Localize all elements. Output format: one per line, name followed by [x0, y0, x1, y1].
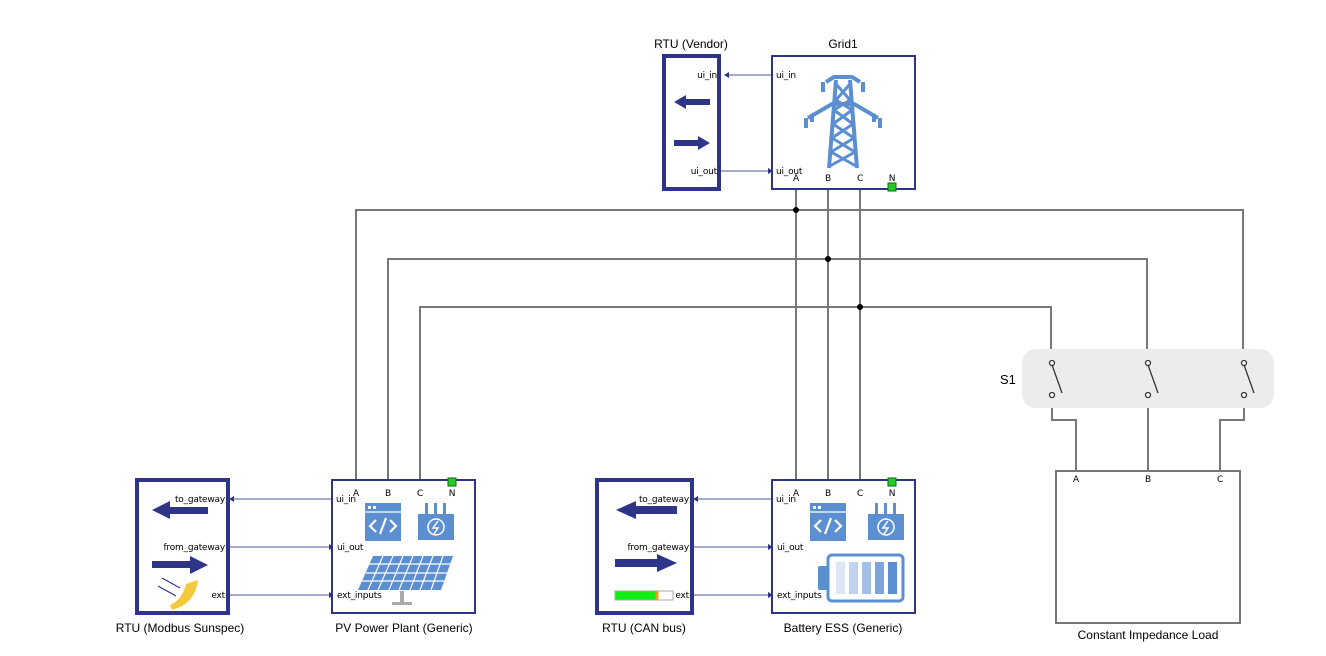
- wire-phase-c[interactable]: [419, 306, 1052, 482]
- transmission-tower-icon: [804, 75, 882, 169]
- block-rtu-vendor[interactable]: RTU (Vendor) ui_in ui_out: [654, 37, 728, 191]
- junction-dot: [857, 304, 863, 310]
- sun-rays-icon: [157, 577, 198, 610]
- block-pv-plant[interactable]: PV Power Plant (Generic) ui_in ui_out ex…: [331, 477, 476, 635]
- block-title: Constant Impedance Load: [1078, 628, 1219, 642]
- port-label: N: [889, 174, 896, 184]
- port-label: ui_in: [776, 495, 796, 505]
- port-label: ui_out: [777, 543, 804, 553]
- transformer-icon: [418, 503, 454, 540]
- level-bar: [614, 590, 674, 601]
- arrow-right-icon: [674, 136, 710, 150]
- block-title: RTU (Vendor): [654, 37, 728, 51]
- port-label: B: [825, 174, 831, 184]
- port-label: ext_inputs: [337, 591, 382, 601]
- block-title: RTU (Modbus Sunspec): [116, 621, 245, 635]
- port-label: ext_inputs: [777, 591, 822, 601]
- port-label: ext: [675, 591, 689, 601]
- port-label: to_gateway: [639, 495, 690, 505]
- switch-s1[interactable]: S1: [1000, 349, 1274, 408]
- arrow-right-icon: [615, 554, 677, 572]
- neutral-port[interactable]: [447, 477, 457, 487]
- port-label: A: [353, 489, 360, 499]
- block-rtu-modbus[interactable]: RTU (Modbus Sunspec) to_gateway from_gat…: [116, 478, 245, 635]
- block-title: RTU (CAN bus): [602, 621, 686, 635]
- port-label: to_gateway: [175, 495, 226, 505]
- port-label: ui_in: [336, 495, 356, 505]
- neutral-port[interactable]: [887, 477, 897, 487]
- block-rtu-can[interactable]: RTU (CAN bus) to_gateway from_gateway ex…: [595, 478, 694, 635]
- port-label: A: [1073, 475, 1080, 485]
- junction-dot: [825, 256, 831, 262]
- switch-label: S1: [1000, 372, 1016, 387]
- port-label: B: [825, 489, 831, 499]
- port-label: B: [385, 489, 391, 499]
- port-label: N: [889, 489, 896, 499]
- port-label: from_gateway: [627, 543, 689, 553]
- arrow-left-icon: [152, 501, 208, 519]
- port-label: ui_in: [697, 71, 717, 81]
- port-label: ui_out: [776, 167, 803, 177]
- junction-dot: [793, 207, 799, 213]
- port-label: B: [1145, 475, 1151, 485]
- wire-load-a[interactable]: [1051, 398, 1077, 472]
- port-label: C: [857, 489, 863, 499]
- neutral-port[interactable]: [887, 182, 897, 192]
- block-title: Battery ESS (Generic): [784, 621, 903, 635]
- port-label: C: [1217, 475, 1223, 485]
- battery-icon: [818, 553, 905, 603]
- block-title: PV Power Plant (Generic): [335, 621, 472, 635]
- port-label: ext: [211, 591, 225, 601]
- port-label: ui_out: [337, 543, 364, 553]
- port-label: A: [793, 174, 800, 184]
- port-label: C: [857, 174, 863, 184]
- wire-load-c[interactable]: [1219, 398, 1245, 472]
- port-label: N: [449, 489, 456, 499]
- code-window-icon: [810, 503, 846, 541]
- arrow-left-icon: [674, 95, 710, 109]
- arrow-right-icon: [152, 556, 208, 574]
- solar-panel-icon: [358, 555, 453, 605]
- port-label: ui_in: [776, 71, 796, 81]
- port-label: ui_out: [691, 167, 718, 177]
- transformer-icon: [868, 503, 904, 540]
- block-title: Grid1: [828, 37, 858, 51]
- wire-phase-a[interactable]: [355, 209, 1244, 482]
- wire-phase-b[interactable]: [387, 258, 1148, 482]
- port-label: C: [417, 489, 423, 499]
- port-label: A: [793, 489, 800, 499]
- code-window-icon: [365, 503, 401, 541]
- block-load[interactable]: A B C Constant Impedance Load: [1055, 470, 1241, 642]
- arrow-left-icon: [616, 501, 677, 519]
- block-grid1[interactable]: Grid1 ui_in ui_out A B C N: [771, 37, 916, 192]
- power-wires: [355, 190, 1245, 482]
- signal-lines: [228, 72, 773, 598]
- block-battery-ess[interactable]: Battery ESS (Generic) ui_in ui_out ext_i…: [771, 477, 916, 635]
- port-label: from_gateway: [163, 543, 225, 553]
